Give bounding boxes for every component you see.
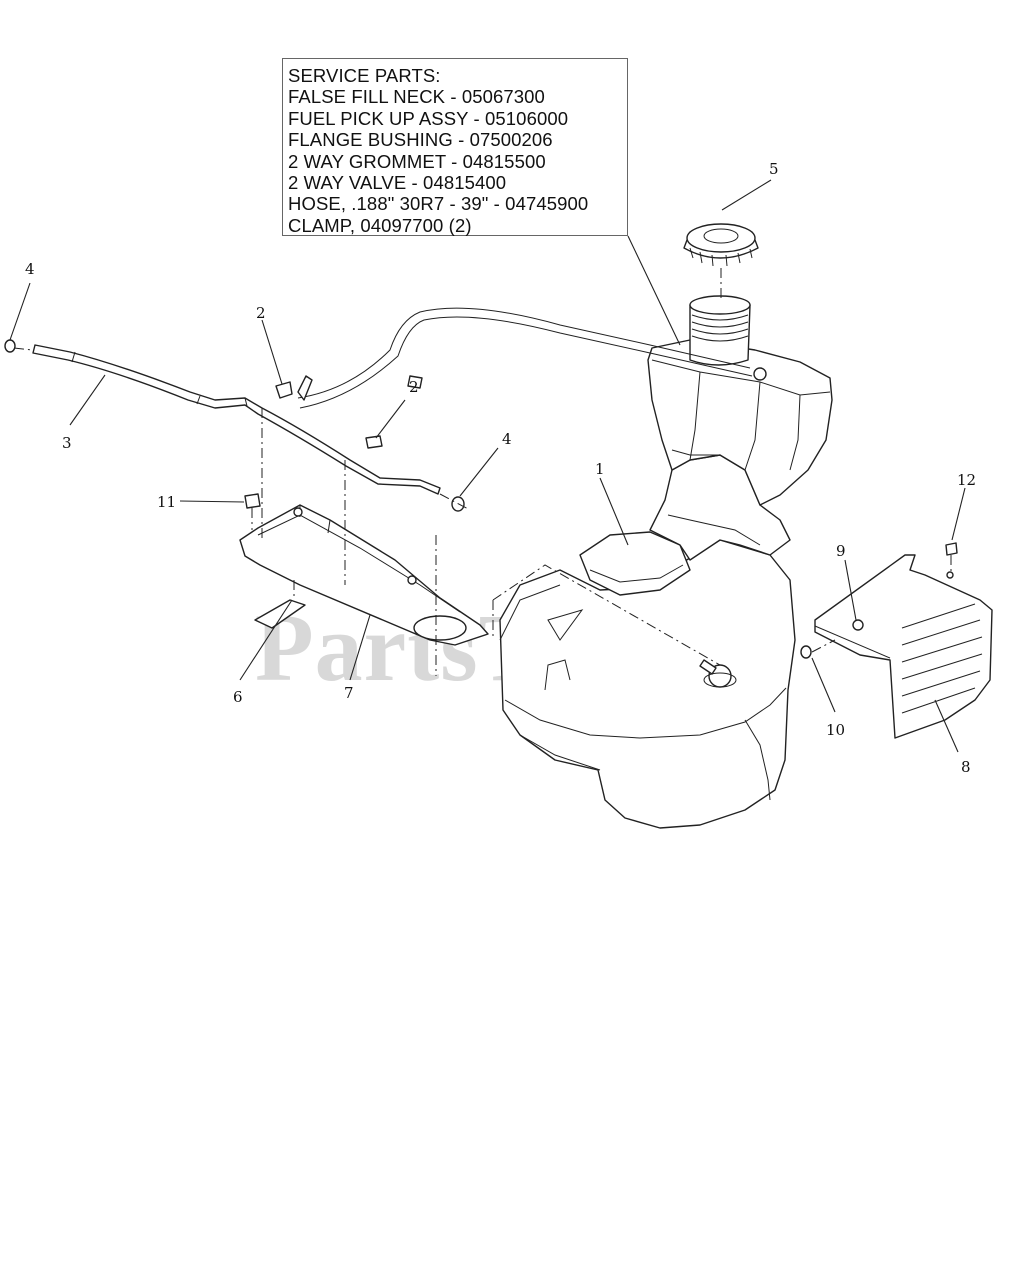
vent-hose xyxy=(297,307,753,409)
shim xyxy=(254,599,306,629)
callout-5: 5 xyxy=(769,160,779,178)
bolt-12 xyxy=(945,542,958,556)
service-part-line: 2 WAY GROMMET - 04815500 xyxy=(288,150,546,172)
callout-2b: 2 xyxy=(409,378,419,396)
clamp-2b xyxy=(365,435,383,449)
clamp-2a xyxy=(275,381,293,399)
callout-11: 11 xyxy=(157,493,176,511)
service-part-line: FALSE FILL NECK - 05067300 xyxy=(288,86,545,108)
service-part-line: 2 WAY VALVE - 04815400 xyxy=(288,172,507,194)
fuel-cap xyxy=(683,223,759,267)
callout-7: 7 xyxy=(344,684,354,702)
callout-8: 8 xyxy=(961,758,971,776)
callout-4b: 4 xyxy=(502,430,512,448)
callout-3: 3 xyxy=(62,434,72,452)
fuel-hose xyxy=(32,344,441,495)
mounting-bracket xyxy=(239,504,489,646)
bushing-4a xyxy=(4,339,16,353)
service-part-line: CLAMP, 04097700 (2) xyxy=(288,214,472,236)
callout-2a: 2 xyxy=(256,304,266,322)
callout-9: 9 xyxy=(836,542,846,560)
bolt-11 xyxy=(244,493,261,509)
callout-6: 6 xyxy=(233,688,243,706)
service-parts-box: SERVICE PARTS: FALSE FILL NECK - 0506730… xyxy=(282,58,628,236)
service-part-line: FUEL PICK UP ASSY - 05106000 xyxy=(288,107,569,129)
service-part-line: FLANGE BUSHING - 07500206 xyxy=(288,129,553,151)
service-parts-heading: SERVICE PARTS: xyxy=(288,65,441,86)
service-part-line: HOSE, .188" 30R7 - 39" - 04745900 xyxy=(288,193,589,215)
heat-shield xyxy=(814,554,993,739)
callout-1: 1 xyxy=(595,460,605,478)
callout-4a: 4 xyxy=(25,260,35,278)
fuel-tank xyxy=(499,295,833,829)
callout-10: 10 xyxy=(826,721,845,739)
nut-10 xyxy=(800,645,812,659)
callout-12: 12 xyxy=(957,471,976,489)
